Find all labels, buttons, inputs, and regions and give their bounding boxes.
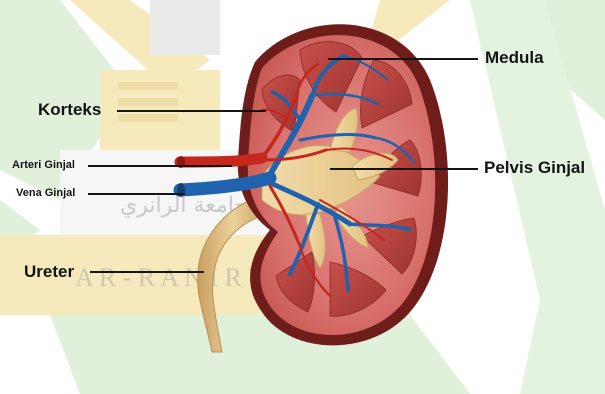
label-korteks: Korteks: [38, 100, 101, 120]
watermark-text: A R - R A N I R Y: [75, 263, 266, 292]
label-pelvis-ginjal: Pelvis Ginjal: [484, 158, 585, 178]
label-ureter: Ureter: [24, 262, 74, 282]
label-medula: Medula: [485, 48, 544, 68]
label-vena-ginjal: Vena Ginjal: [16, 187, 75, 199]
label-arteri-ginjal: Arteri Ginjal: [12, 159, 75, 171]
